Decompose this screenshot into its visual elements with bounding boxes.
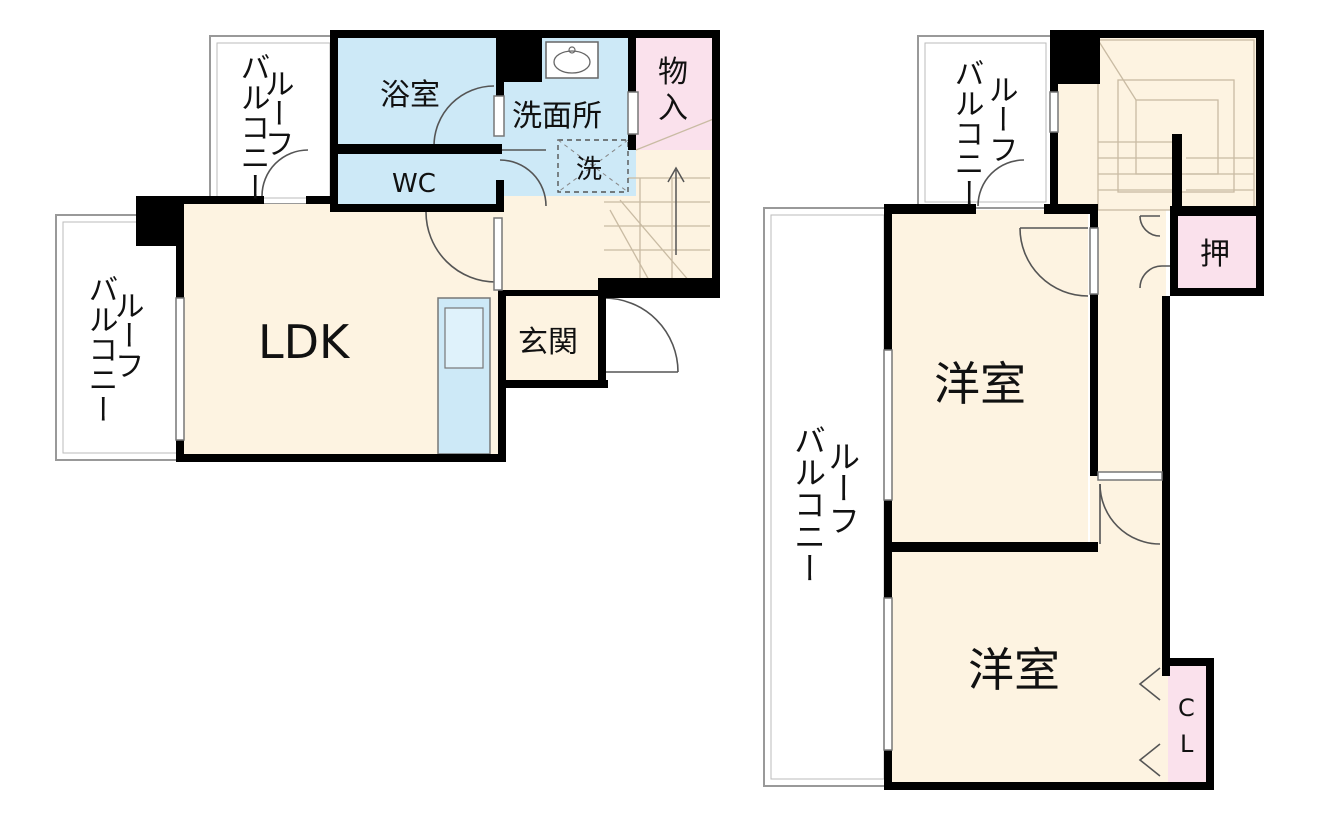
svg-text:バルコニー: バルコニー	[949, 58, 984, 208]
bath-label: 浴室	[380, 78, 440, 113]
f1-stairs	[604, 117, 717, 284]
storage-floor	[636, 36, 716, 150]
f2-windows	[883, 91, 1163, 751]
svg-text:バルコニー: バルコニー	[235, 52, 270, 202]
f2-room-upper-floor	[892, 210, 1088, 546]
f2-oshiire-label: 押	[1200, 237, 1230, 272]
kitchen-sink	[444, 307, 484, 369]
svg-text:バルコニー: バルコニー	[789, 424, 827, 584]
f2-room-upper-label: 洋室	[934, 357, 1026, 411]
toilet-floor	[336, 152, 500, 210]
f2-doors	[977, 159, 1174, 777]
f2-closet-label: C L	[1178, 694, 1195, 758]
floor-1: ルーフ バルコニー ルーフ バルコニー 浴室 洗面所 洗 WC 物 入 LDK …	[55, 30, 720, 462]
f2-room-lower-label: 洋室	[968, 643, 1060, 697]
ldk-label: LDK	[258, 315, 351, 369]
entrance-label: 玄関	[518, 325, 578, 360]
washer-label: 洗	[576, 155, 602, 185]
f1-doors	[261, 85, 679, 373]
f2-oshiire-floor	[1178, 210, 1256, 290]
entrance-floor	[500, 294, 604, 382]
svg-text:ルーフ: ルーフ	[983, 74, 1018, 164]
svg-text:L: L	[1180, 730, 1194, 758]
f1-top-balcony-label: ルーフ バルコニー	[235, 52, 294, 202]
f2-top-balcony-label: ルーフ バルコニー	[949, 58, 1018, 208]
toilet-label: WC	[392, 169, 436, 199]
washbasin	[545, 41, 599, 79]
svg-text:ルーフ: ルーフ	[259, 68, 294, 158]
f2-room-lower-floor	[892, 552, 1170, 782]
f2-closet-floor	[1168, 664, 1208, 782]
bath-floor	[336, 36, 500, 148]
washer-space	[557, 139, 629, 193]
svg-text:物: 物	[658, 55, 688, 90]
f2-left-balcony-label: ルーフ バルコニー	[789, 424, 861, 584]
svg-text:バルコニー: バルコニー	[83, 274, 118, 424]
svg-text:入: 入	[658, 91, 688, 126]
washroom-label: 洗面所	[512, 99, 602, 134]
f1-left-balcony-label: ルーフ バルコニー	[83, 274, 144, 424]
svg-text:ルーフ: ルーフ	[823, 440, 861, 536]
svg-text:ルーフ: ルーフ	[109, 290, 144, 380]
floor-2: ルーフ バルコニー ルーフ バルコニー 洋室 洋室 押 C L	[763, 30, 1264, 790]
f2-hall	[1090, 210, 1166, 590]
f1-windows	[175, 91, 639, 441]
svg-text:C: C	[1178, 694, 1195, 722]
storage-label: 物 入	[658, 55, 688, 126]
